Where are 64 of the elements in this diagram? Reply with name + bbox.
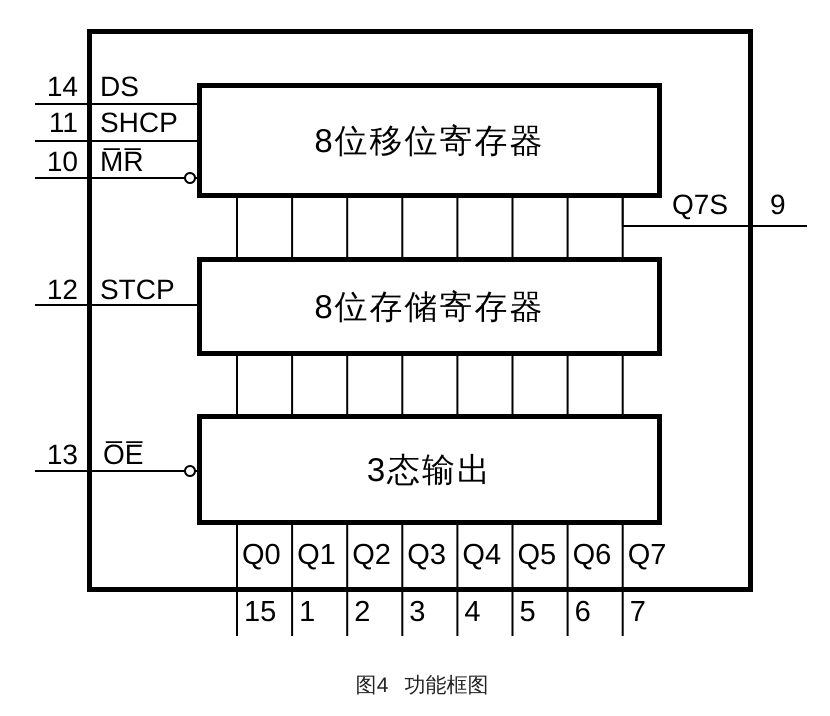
pin-number: 15 (244, 598, 276, 628)
signal-line (622, 198, 807, 227)
signal-line (456, 356, 458, 414)
pin-number: 6 (574, 598, 591, 628)
pin-name: Q7S (672, 191, 728, 220)
signal-line (401, 525, 404, 636)
pin-name: Q2 (352, 541, 391, 570)
signal-line (566, 198, 569, 257)
pin-number: 10 (46, 148, 78, 176)
pin-number: 12 (46, 276, 78, 304)
signal-line (456, 525, 458, 636)
signal-line (512, 198, 514, 257)
block-title: 8位存储寄存器 (314, 286, 545, 326)
signal-line (346, 198, 348, 257)
pin-name: Q3 (407, 541, 446, 570)
signal-line (456, 198, 458, 257)
pin-number: 5 (520, 598, 536, 628)
pin-number: 11 (48, 109, 78, 138)
function-block (197, 414, 662, 525)
pin-name: Q5 (518, 541, 556, 570)
signal-line (622, 356, 624, 414)
pin-number: 9 (770, 191, 786, 220)
signal-line (566, 356, 569, 414)
signal-line (236, 198, 238, 257)
signal-line (35, 465, 197, 477)
signal-line (622, 525, 624, 636)
function-block (197, 257, 662, 356)
signal-line (512, 525, 514, 636)
signal-line (35, 172, 197, 184)
signal-line (291, 525, 294, 636)
pin-number: 4 (464, 598, 481, 628)
pin-name: Q0 (242, 541, 281, 570)
block-title: 3态输出 (366, 450, 492, 490)
pin-name: DS (100, 73, 139, 102)
signal-line (401, 356, 404, 414)
signal-line (346, 525, 348, 636)
pin-name: SHCP (100, 109, 178, 138)
signal-line (291, 198, 294, 257)
pin-number: 14 (46, 73, 78, 102)
signal-line (236, 356, 238, 414)
pin-number: 3 (409, 598, 426, 628)
pin-number: 2 (354, 598, 370, 628)
signal-line (401, 198, 404, 257)
pin-name: Q7 (628, 541, 666, 570)
function-block (197, 83, 662, 198)
pin-name: Q6 (572, 541, 612, 570)
pin-number: 7 (630, 598, 646, 628)
pin-name: Q4 (462, 541, 502, 570)
signal-line (236, 525, 238, 636)
signal-line (346, 356, 348, 414)
pin-number: 13 (46, 441, 78, 470)
pin-name: STCP (100, 276, 175, 304)
chip-outline (87, 29, 753, 592)
pin-name: M̅R̅ (100, 148, 144, 176)
signal-line (566, 525, 569, 636)
block-title: 8位移位寄存器 (314, 120, 545, 160)
pin-number: 1 (299, 598, 316, 628)
signal-line (35, 140, 197, 142)
pin-name: Q1 (297, 541, 336, 570)
signal-line (35, 304, 197, 306)
figure-caption: 图4 功能框图 (356, 673, 488, 698)
signal-line (291, 356, 294, 414)
signal-line (512, 356, 514, 414)
pin-name: O̅E̅ (103, 441, 144, 470)
